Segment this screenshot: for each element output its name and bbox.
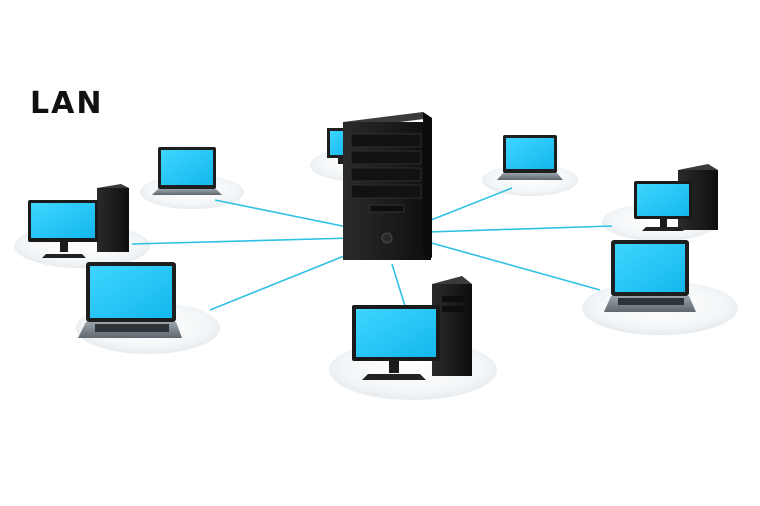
desktop-right [634, 164, 718, 231]
laptop-top-left [152, 147, 222, 195]
laptop-left [78, 262, 182, 338]
network-links [131, 187, 613, 311]
link-laptop-top-right [425, 187, 513, 223]
laptop-top-right [497, 135, 563, 180]
desktop-left [28, 184, 129, 258]
link-desktop-bottom [391, 263, 406, 307]
diagram-title: LAN [30, 86, 104, 121]
link-laptop-right [427, 241, 601, 291]
laptop-right [604, 240, 696, 312]
link-laptop-left [209, 251, 355, 311]
link-laptop-top-left [214, 199, 353, 229]
desktop-bottom [352, 276, 472, 380]
server-tower [343, 112, 432, 260]
link-desktop-right [427, 225, 613, 233]
link-desktop-left [131, 237, 353, 245]
